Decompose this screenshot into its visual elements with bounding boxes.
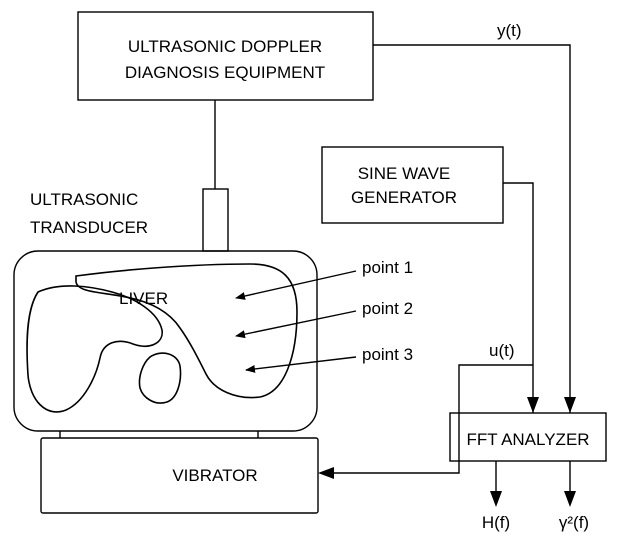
small-organ-outline [138, 352, 182, 404]
phantom-outline [13, 250, 318, 432]
transducer-label-line1: ULTRASONIC [30, 190, 138, 209]
point-2-arrow [235, 310, 357, 339]
sine-label-line1: SINE WAVE [358, 164, 451, 183]
point-1-arrow [235, 270, 357, 300]
coherence-function-label: γ²(f) [559, 513, 589, 532]
generator-to-vibrator-line [334, 364, 533, 474]
vibrator-label: VIBRATOR [172, 466, 257, 485]
transfer-function-label: H(f) [482, 513, 510, 532]
fft-analyzer-label: FFT ANALYZER [466, 430, 589, 449]
liver-label: LIVER [119, 289, 168, 308]
output-signal-path: y(t) [373, 21, 576, 413]
sine-label-line2: GENERATOR [351, 188, 457, 207]
fft-analyzer-block: FFT ANALYZER H(f) γ²(f) [449, 412, 607, 532]
y-signal-line [373, 44, 571, 413]
vibrator-box [40, 437, 319, 514]
ultrasonic-transducer: ULTRASONIC TRANSDUCER [30, 188, 229, 252]
doppler-label-line1: ULTRASONIC DOPPLER [128, 37, 322, 56]
fft-analyzer-box [449, 412, 607, 462]
point-2-label: point 2 [362, 299, 413, 318]
coherence-output-arrowhead [564, 491, 576, 507]
transducer-probe [202, 188, 229, 252]
point-1-label: point 1 [362, 258, 413, 277]
sine-wave-generator-box [321, 146, 504, 224]
transfer-output-arrowhead [490, 491, 502, 507]
doppler-equipment-block: ULTRASONIC DOPPLER DIAGNOSIS EQUIPMENT [77, 11, 374, 101]
point-3-label: point 3 [362, 345, 413, 364]
input-signal-path: u(t) [318, 182, 539, 479]
doppler-label-line2: DIAGNOSIS EQUIPMENT [125, 63, 325, 82]
transducer-label-line2: TRANSDUCER [30, 218, 148, 237]
u-signal-label: u(t) [489, 341, 515, 360]
vibrator-input-arrowhead [318, 467, 334, 479]
liver-outline [75, 263, 298, 399]
generator-to-fft-line [503, 182, 534, 413]
y-signal-arrowhead [564, 397, 576, 413]
vibrator-block: VIBRATOR [40, 431, 319, 514]
body-phantom: LIVER [13, 250, 318, 432]
generator-to-fft-arrowhead [527, 397, 539, 413]
sine-wave-generator-block: SINE WAVE GENERATOR [321, 146, 504, 224]
doppler-equipment-box [77, 11, 374, 101]
point-3-arrow [245, 356, 357, 373]
y-signal-label: y(t) [497, 21, 522, 40]
left-organ-outline [26, 285, 163, 413]
measurement-points: point 1 point 2 point 3 [235, 258, 413, 373]
